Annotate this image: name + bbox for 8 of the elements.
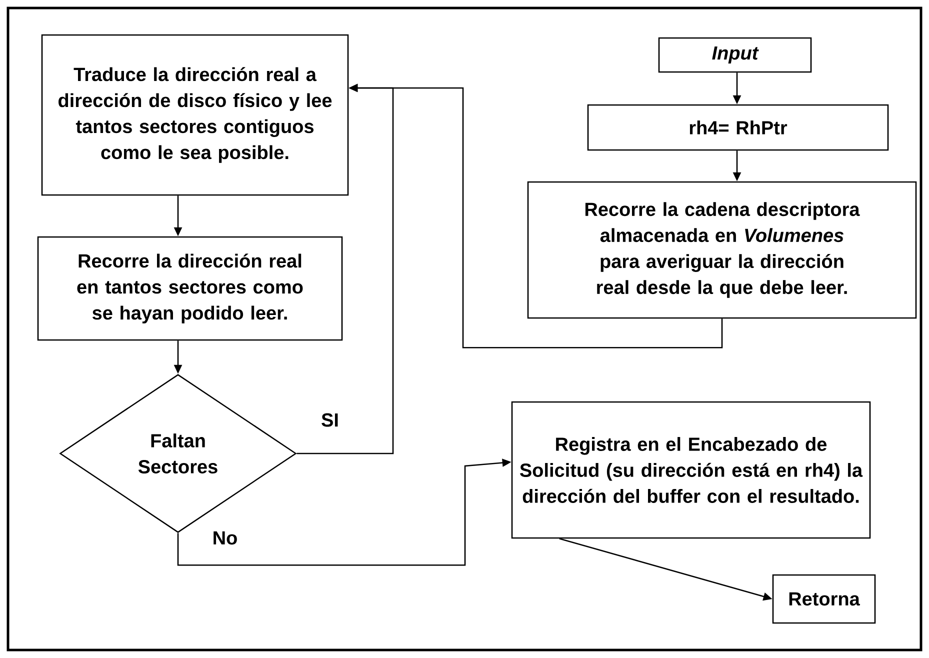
process-box: Registra en el Encabezado de Solicitud (su dirección está en rh4) la dirección del buffer con el resultado. — [511, 401, 871, 539]
process-box: Recorre la dirección real en tantos sectores como se hayan podido leer. — [37, 236, 343, 341]
edge-label: SI — [319, 411, 341, 429]
process-box: Retorna — [772, 574, 876, 624]
process-box: Input — [658, 37, 812, 73]
process-box: Recorre la cadena descriptora almacenada en Volumenes para averiguar la dirección real desde la que debe leer. — [527, 181, 917, 319]
process-box: Traduce la dirección real a dirección de disco físico y lee tantos sectores contiguos como le sea posible. — [41, 34, 349, 196]
process-box: rh4= RhPtr — [587, 104, 889, 151]
